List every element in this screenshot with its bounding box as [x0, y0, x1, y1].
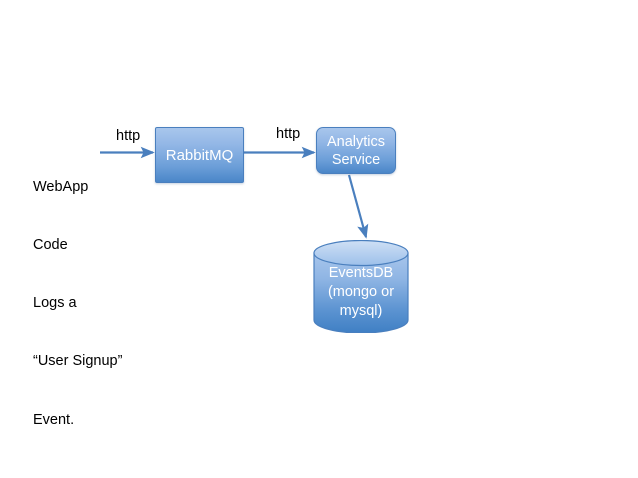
node-rabbitmq[interactable]: RabbitMQ: [155, 127, 244, 183]
cylinder-top-ellipse: [313, 240, 409, 267]
node-analytics-service[interactable]: Analytics Service: [316, 127, 396, 174]
caption-line-2: Code: [33, 237, 68, 254]
node-analytics-service-label: Analytics Service: [326, 133, 386, 168]
webapp-caption: WebApp Code Logs a “User Signup” Event.: [33, 139, 163, 469]
edge-analytics-to-eventsdb: [347, 174, 369, 239]
edge-label-http-1: http: [116, 128, 141, 144]
cylinder-body: [313, 252, 409, 333]
caption-line-1: WebApp: [33, 178, 89, 195]
cylinder-shape: [313, 240, 409, 333]
caption-line-3: Logs a: [33, 295, 77, 312]
caption-line-5: Event.: [33, 411, 75, 428]
edge-label-http-2: http: [276, 126, 301, 142]
node-rabbitmq-label: RabbitMQ: [165, 146, 234, 164]
caption-line-4: “User Signup”: [33, 353, 123, 370]
node-eventsdb[interactable]: EventsDB (mongo or mysql): [313, 240, 409, 333]
node-eventsdb-label: EventsDB (mongo or mysql): [327, 265, 395, 319]
